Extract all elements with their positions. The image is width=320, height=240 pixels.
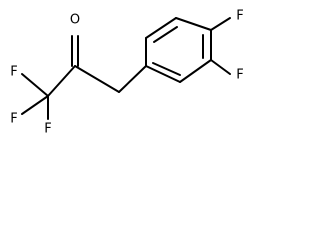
ring-double-bond-3 bbox=[152, 62, 181, 76]
ring-bond-6 bbox=[145, 65, 181, 83]
cf3-to-carbonyl-bond bbox=[47, 65, 76, 97]
ring-double-bond-1 bbox=[153, 26, 178, 43]
fluorine-ring-para-label: F bbox=[236, 9, 243, 24]
carbonyl-to-ch2-bond bbox=[74, 65, 120, 93]
structure-diagram: O F F F F F bbox=[10, 9, 243, 137]
ring-f-meta-bond bbox=[210, 59, 231, 75]
fluorine-cf3-lower-label: F bbox=[44, 122, 51, 137]
cf3-f-left-bond bbox=[21, 95, 49, 115]
chemical-structure: O F F F F F bbox=[0, 0, 256, 138]
ring-bond-2 bbox=[145, 17, 177, 39]
fluorine-cf3-left-label: F bbox=[10, 112, 17, 127]
ch2-to-ring-bond bbox=[118, 65, 147, 93]
oxygen-atom-label: O bbox=[70, 13, 80, 28]
ring-bond-5 bbox=[179, 59, 212, 83]
fluorine-ring-meta-label: F bbox=[236, 68, 243, 83]
ring-f-para-bond bbox=[210, 17, 231, 31]
cf3-f-upper-bond bbox=[21, 73, 49, 97]
fluorine-cf3-upper-label: F bbox=[10, 65, 17, 80]
ring-bond-3 bbox=[175, 17, 212, 31]
